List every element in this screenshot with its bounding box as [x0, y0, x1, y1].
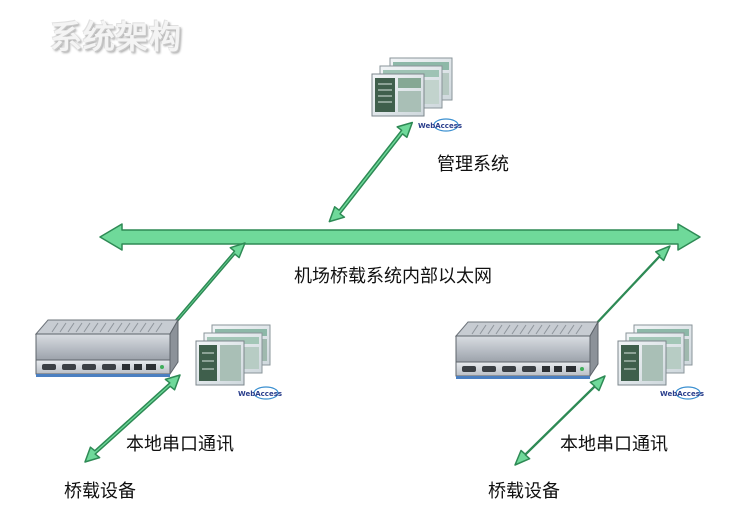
left-serial-link-arrow	[84, 374, 181, 463]
ethernet-label: 机场桥载系统内部以太网	[294, 266, 492, 287]
right-serial-link-arrow	[514, 375, 606, 466]
serial-comm-label-right: 本地串口通讯	[560, 434, 668, 455]
management-workstation-icon	[371, 57, 453, 117]
webaccess-logo-top: WebAccess	[418, 118, 462, 132]
management-system-label: 管理系统	[437, 154, 509, 175]
bridge-device-label-right: 桥载设备	[488, 481, 560, 502]
webaccess-logo-left: WebAccess	[238, 386, 282, 400]
left-industrial-pc	[34, 318, 179, 377]
webaccess-logo-right: WebAccess	[660, 386, 704, 400]
bridge-device-label-left: 桥载设备	[64, 481, 136, 502]
svg-text:WebAccess: WebAccess	[418, 122, 462, 130]
diagram-title: 系统架构	[50, 18, 183, 56]
right-pc-screens-icon	[617, 324, 693, 386]
management-link-arrow	[328, 121, 414, 223]
svg-text:WebAccess: WebAccess	[660, 390, 704, 398]
right-industrial-pc	[454, 320, 599, 379]
serial-comm-label-left: 本地串口通讯	[126, 434, 234, 455]
svg-text:WebAccess: WebAccess	[238, 390, 282, 398]
ethernet-bus-arrow	[99, 223, 701, 251]
left-pc-screens-icon	[195, 324, 271, 386]
